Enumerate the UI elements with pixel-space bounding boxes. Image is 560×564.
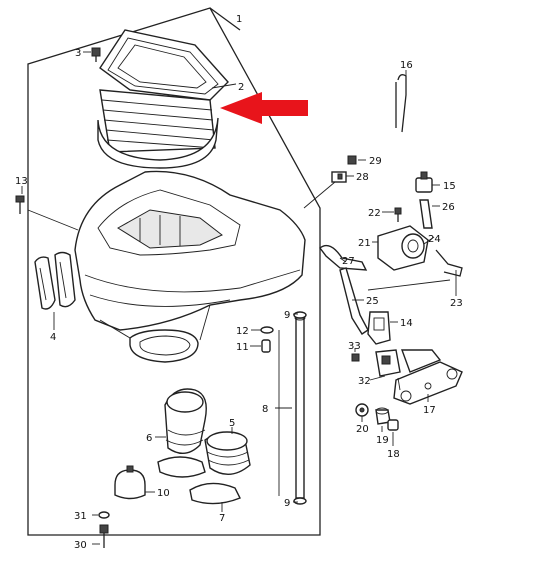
callout-8: 8 — [262, 404, 268, 415]
nut-29[interactable] — [347, 155, 357, 165]
callout-line-32 — [369, 375, 386, 381]
bracket-plate-17[interactable] — [393, 349, 463, 405]
clamp-5[interactable] — [204, 431, 251, 475]
valve-14[interactable] — [367, 311, 391, 345]
gasket-4[interactable] — [34, 251, 76, 310]
callout-22: 22 — [368, 208, 381, 219]
hose-clamp-9-bottom[interactable] — [293, 497, 307, 505]
callout-16: 16 — [400, 60, 413, 71]
leader-28 — [303, 181, 336, 209]
hose-25[interactable] — [339, 267, 369, 335]
bolt-33[interactable] — [351, 353, 360, 362]
callout-25: 25 — [366, 296, 379, 307]
clip-12[interactable] — [260, 326, 274, 334]
callout-31: 31 — [74, 511, 87, 522]
drain-cap-10[interactable] — [114, 465, 146, 500]
bracket-28[interactable] — [331, 171, 347, 183]
callout-line-1 — [209, 7, 241, 31]
callout-3: 3 — [75, 48, 81, 59]
leader-25 — [367, 279, 451, 291]
callout-14: 14 — [400, 318, 413, 329]
collar-18[interactable] — [387, 419, 399, 431]
callout-21: 21 — [358, 238, 371, 249]
screw-22[interactable] — [394, 207, 402, 222]
callout-17: 17 — [423, 405, 436, 416]
callout-32: 32 — [358, 376, 371, 387]
band-clamp-upper[interactable] — [157, 456, 206, 478]
band-clamp-7[interactable] — [189, 482, 241, 505]
bolt-3[interactable] — [91, 47, 101, 62]
callout-line-2 — [211, 83, 237, 89]
leader-13 — [27, 209, 79, 231]
cap-15[interactable] — [415, 171, 433, 193]
callout-6: 6 — [146, 433, 152, 444]
callout-9a: 9 — [284, 310, 290, 321]
plug-11[interactable] — [261, 339, 271, 353]
callout-28: 28 — [356, 172, 369, 183]
solenoid-valve-21[interactable] — [377, 225, 429, 271]
callout-11: 11 — [236, 342, 249, 353]
callout-19: 19 — [376, 435, 389, 446]
callout-23: 23 — [450, 298, 463, 309]
callout-18: 18 — [387, 449, 400, 460]
callout-12: 12 — [236, 326, 249, 337]
valve-body-32[interactable] — [375, 349, 401, 377]
air-box-housing[interactable] — [74, 170, 306, 363]
grommet-19[interactable] — [375, 407, 391, 425]
air-filter-element[interactable] — [97, 29, 229, 169]
hose-clamp-9-top[interactable] — [293, 311, 307, 319]
intake-duct-6[interactable] — [164, 388, 207, 454]
callout-29: 29 — [369, 156, 382, 167]
callout-line-27 — [339, 257, 347, 263]
assembly-outline — [27, 7, 321, 536]
wire-bracket-16[interactable] — [395, 74, 407, 133]
washer-31[interactable] — [98, 511, 110, 519]
callout-13: 13 — [15, 176, 28, 187]
callout-24: 24 — [428, 234, 441, 245]
callout-labels: 1 2 3 4 5 6 7 8 9 9 10 11 12 13 14 15 16… — [15, 14, 463, 551]
screw-13[interactable] — [15, 195, 25, 214]
hose-26[interactable] — [419, 199, 433, 229]
indicator-arrow — [220, 92, 308, 124]
callout-30: 30 — [74, 540, 87, 551]
callout-2: 2 — [238, 82, 244, 93]
callout-10: 10 — [157, 488, 170, 499]
callout-15: 15 — [443, 181, 456, 192]
callout-27: 27 — [342, 256, 355, 267]
callout-7: 7 — [219, 513, 225, 524]
hose-23[interactable] — [435, 249, 463, 292]
callout-1: 1 — [236, 14, 242, 25]
leader-17 — [397, 377, 401, 391]
callout-line-24 — [423, 236, 435, 245]
callout-33: 33 — [348, 341, 361, 352]
callout-20: 20 — [356, 424, 369, 435]
bolt-30[interactable] — [99, 524, 109, 548]
hose-27[interactable] — [319, 244, 368, 271]
callout-4: 4 — [50, 332, 56, 343]
screw-20[interactable] — [355, 403, 369, 417]
drain-hose-8[interactable] — [294, 315, 306, 499]
callout-5: 5 — [229, 418, 235, 429]
callout-26: 26 — [442, 202, 455, 213]
callout-9b: 9 — [284, 498, 290, 509]
